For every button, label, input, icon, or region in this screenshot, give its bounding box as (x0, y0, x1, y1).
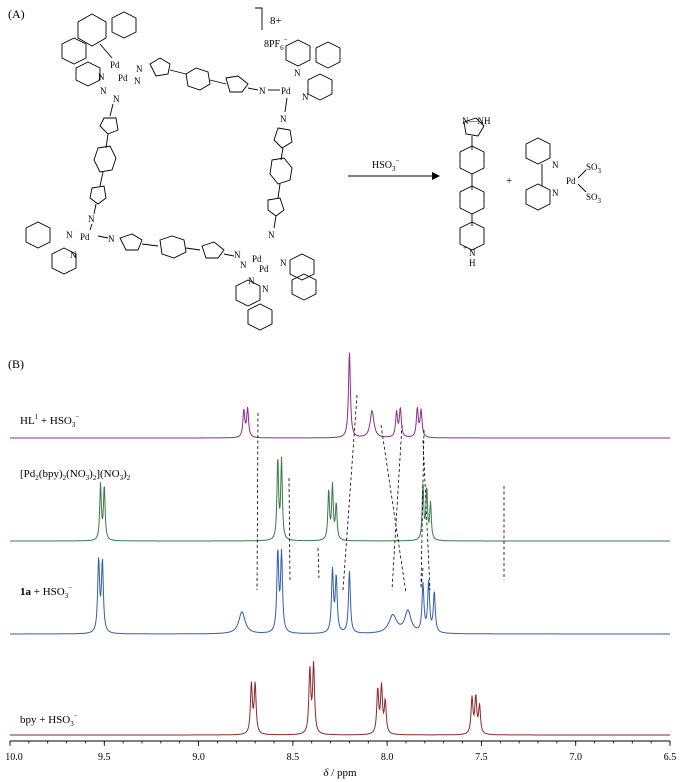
trace-cage (10, 548, 670, 635)
n-atom: N (240, 260, 247, 270)
x-axis: 10.0 9.5 9.0 8.5 8.0 7.5 7.0 6.5 δ / ppm (5, 740, 676, 779)
correlation-line (256, 412, 259, 591)
panel-b-label: (B) (8, 357, 24, 371)
trace-pd-complex (10, 456, 670, 542)
n-atom: N (70, 250, 77, 260)
x-tick-label: 9.5 (98, 752, 111, 763)
n-atom: N (280, 114, 287, 124)
n-atom: N (294, 68, 301, 78)
n-atom: N (248, 276, 255, 286)
correlation-lines (256, 394, 505, 594)
reaction-arrow: HSO3− (348, 157, 440, 180)
pd-atom: Pd (80, 232, 90, 242)
trace-label-bpy: bpy + HSO3− (20, 712, 78, 728)
reagent-label: HSO3− (372, 157, 400, 173)
cage-structure: Pd Pd N N N N N N Pd N N N N (25, 11, 341, 331)
correlation-line (420, 429, 425, 587)
sulfite-label: SO3 (586, 192, 602, 205)
n-atom: N (268, 230, 275, 240)
n-atom: N (113, 94, 120, 104)
trace-bpy (10, 661, 670, 736)
pd-atom: Pd (281, 86, 291, 96)
x-tick-label: 7.5 (475, 752, 488, 763)
correlation-line (288, 477, 291, 581)
n-atom: N (552, 188, 559, 198)
product-pd-sulfite: N N Pd SO3 SO3 (525, 137, 602, 211)
cage-charge: 8+ 8PF6− (255, 7, 288, 52)
n-atom: N (469, 248, 476, 258)
h-atom: H (469, 258, 476, 268)
spectrum-traces (10, 352, 670, 736)
x-axis-ticks: 10.0 9.5 9.0 8.5 8.0 7.5 7.0 6.5 (5, 741, 676, 763)
pd-atom: Pd (118, 73, 128, 83)
n-atom: N (66, 230, 73, 240)
counterion-label: 8PF6− (264, 36, 288, 52)
trace-label-hl1: HL1 + HSO3− (20, 413, 79, 429)
pd-atom: Pd (110, 60, 120, 70)
x-tick-label: 10.0 (5, 752, 23, 763)
sulfite-label: SO3 (586, 162, 602, 175)
pd-atom: Pd (252, 254, 262, 264)
trace-label-pd-complex: [Pd2(bpy)2(NO3)2](NO3)2 (20, 468, 131, 482)
n-atom: N (134, 76, 141, 86)
panel-a-label: (A) (8, 7, 25, 21)
plus-sign: + (506, 175, 512, 187)
n-atom: N (88, 214, 95, 224)
charge-label: 8+ (270, 15, 282, 27)
correlation-line (317, 547, 320, 579)
x-tick-label: 7.0 (569, 752, 582, 763)
pd-atom: Pd (566, 176, 576, 186)
n-atom: N (98, 72, 105, 82)
x-tick-label: 8.5 (287, 752, 300, 763)
correlation-line (380, 424, 407, 594)
x-axis-label: δ / ppm (323, 767, 357, 779)
trace-hl1 (10, 352, 670, 439)
n-atom: N (100, 86, 107, 96)
correlation-line (420, 567, 424, 589)
n-atom: N (136, 64, 143, 74)
x-tick-label: 9.0 (192, 752, 205, 763)
x-tick-label: 8.0 (381, 752, 394, 763)
n-atom: N (302, 92, 309, 102)
n-atom: N (234, 250, 241, 260)
product-ligand: N—NH N + H (459, 116, 491, 268)
n-atom: N (552, 160, 559, 170)
pyrazole-nh: N—NH (462, 116, 491, 126)
trace-label-cage: 1a + HSO3− (20, 584, 72, 600)
n-atom: N (259, 86, 266, 96)
n-plus-charge: + (463, 244, 467, 252)
n-atom: N (280, 258, 287, 268)
correlation-line (391, 424, 403, 591)
correlation-line (342, 394, 358, 591)
x-tick-label: 6.5 (664, 752, 677, 763)
n-atom: N (262, 284, 269, 294)
pd-atom: Pd (259, 264, 269, 274)
n-atom: N (108, 234, 115, 244)
